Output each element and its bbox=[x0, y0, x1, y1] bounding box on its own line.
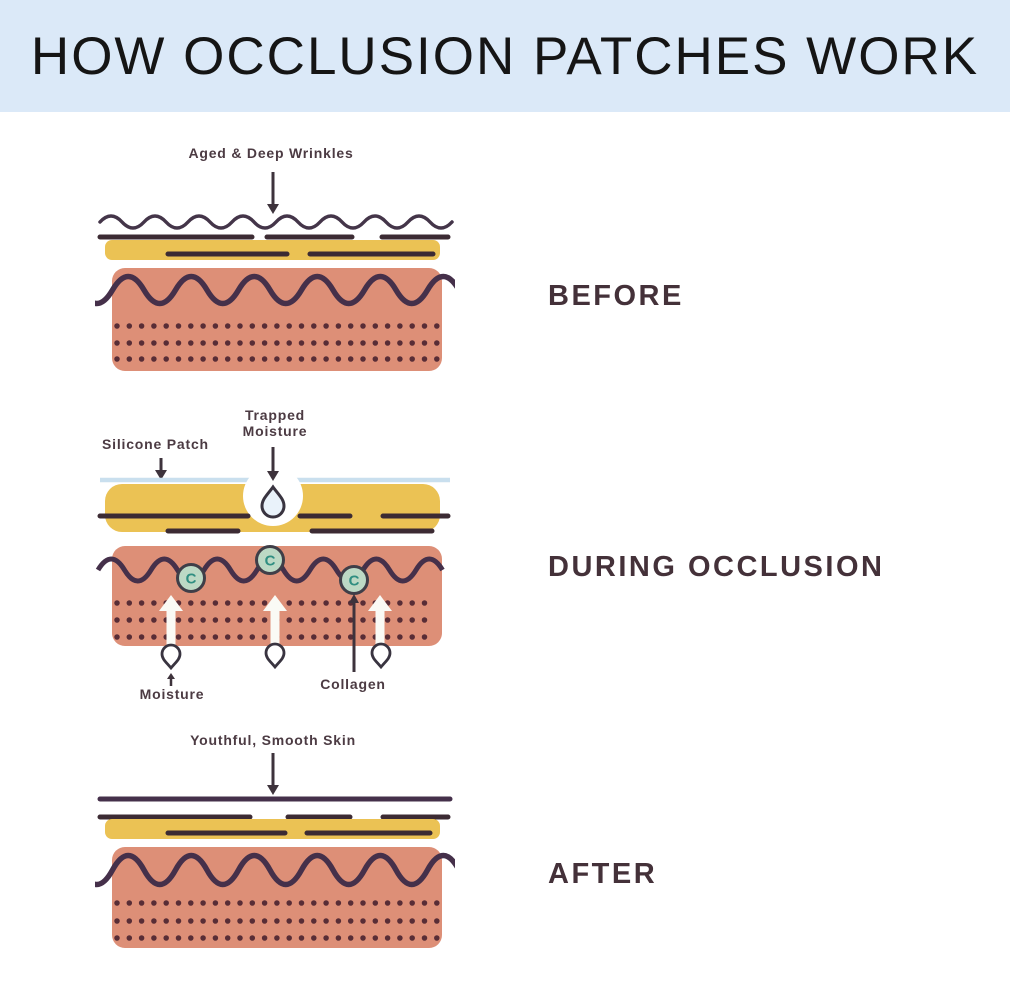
annotation-silicone-patch: Silicone Patch bbox=[102, 436, 209, 452]
collagen-wave-line bbox=[95, 852, 455, 888]
collagen-symbol: C bbox=[349, 573, 360, 590]
dermis-dot-rows bbox=[114, 900, 441, 941]
silicone-patch-pointer-arrow bbox=[155, 458, 167, 480]
annotation-trapped-moisture: Trapped Moisture bbox=[242, 407, 308, 440]
wrinkles-pointer-arrow bbox=[267, 172, 279, 214]
trapped-moisture-droplet-icon bbox=[260, 484, 286, 519]
wrinkled-skin-surface-line bbox=[98, 214, 454, 230]
stage-label-after: AFTER bbox=[548, 858, 658, 890]
annotation-youthful-smooth-skin: Youthful, Smooth Skin bbox=[190, 732, 356, 748]
moisture-pointer-arrow bbox=[167, 673, 175, 686]
page-title: HOW OCCLUSION PATCHES WORK bbox=[30, 26, 980, 86]
dermis-pink-layer bbox=[112, 847, 442, 948]
annotation-aged-deep-wrinkles: Aged & Deep Wrinkles bbox=[188, 145, 354, 161]
trapped-moisture-pointer-arrow bbox=[267, 447, 279, 481]
collagen-cell-icons: C C C bbox=[176, 545, 369, 595]
annotation-collagen: Collagen bbox=[320, 676, 386, 692]
diagram-before bbox=[95, 172, 455, 371]
dermis-dot-rows bbox=[114, 323, 441, 362]
collagen-symbol: C bbox=[186, 571, 197, 588]
collagen-symbol: C bbox=[265, 553, 276, 570]
collagen-pointer-arrow bbox=[349, 594, 359, 672]
smooth-skin-pointer-arrow bbox=[267, 753, 279, 795]
stage-label-before: BEFORE bbox=[548, 280, 684, 312]
diagram-during-occlusion: C C C bbox=[95, 447, 451, 686]
moisture-droplet-icons bbox=[160, 642, 392, 671]
epidermis-yellow-layer bbox=[105, 819, 440, 839]
epidermis-yellow-layer bbox=[105, 240, 440, 260]
collagen-wave-line bbox=[95, 273, 455, 307]
diagram-after bbox=[95, 753, 455, 948]
header-banner: HOW OCCLUSION PATCHES WORK bbox=[0, 0, 1010, 112]
moisture-rising-arrow-icons bbox=[159, 595, 392, 648]
stage-label-during-occlusion: DURING OCCLUSION bbox=[548, 551, 885, 583]
annotation-moisture: Moisture bbox=[139, 686, 205, 702]
